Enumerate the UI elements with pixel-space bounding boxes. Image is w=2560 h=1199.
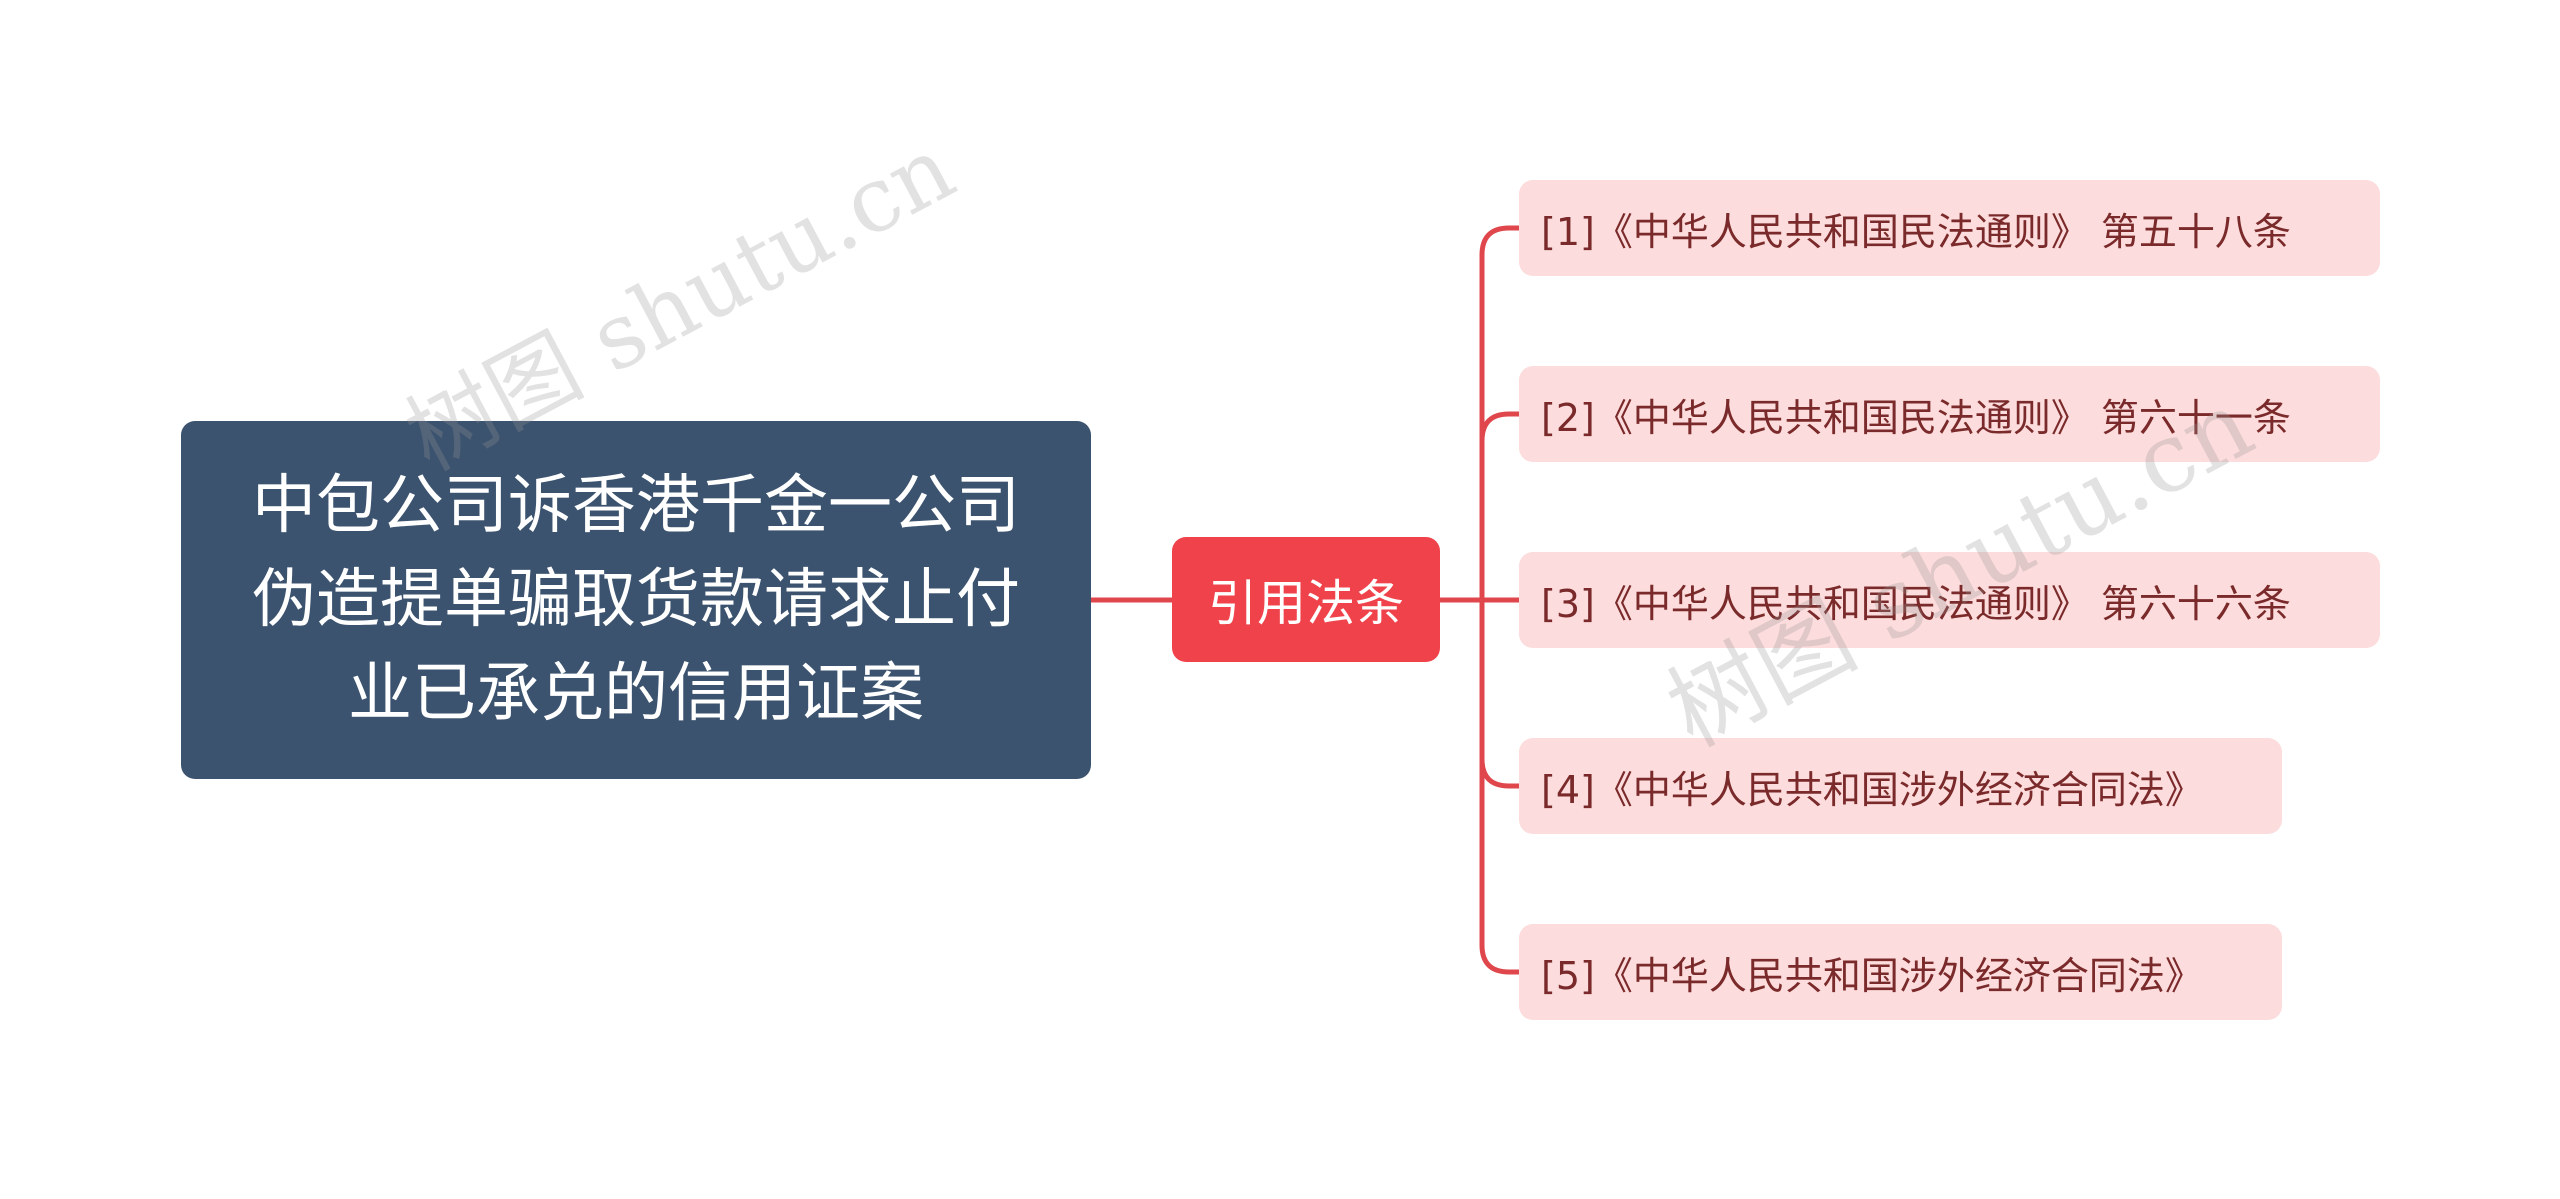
leaf-topic-2[interactable]: [2]《中华人民共和国民法通则》 第六十一条 (1519, 366, 2380, 462)
leaf-topic-text: [2]《中华人民共和国民法通则》 第六十一条 (1541, 395, 2291, 440)
root-topic[interactable]: 中包公司诉香港千金一公司伪造提单骗取货款请求止付业已承兑的信用证案 (181, 421, 1091, 779)
leaf-topic-text: [3]《中华人民共和国民法通则》 第六十六条 (1541, 581, 2291, 626)
branch-topic-label: 引用法条 (1207, 575, 1404, 632)
leaf-topic-4[interactable]: [4]《中华人民共和国涉外经济合同法》 (1519, 738, 2282, 834)
leaf-2-connector (1479, 411, 1522, 603)
leaf-topic-5[interactable]: [5]《中华人民共和国涉外经济合同法》 (1519, 924, 2282, 1020)
leaf-topic-text: [5]《中华人民共和国涉外经济合同法》 (1541, 953, 2203, 998)
leaf-topic-3[interactable]: [3]《中华人民共和国民法通则》 第六十六条 (1519, 552, 2380, 648)
leaf-5-connector (1479, 597, 1522, 975)
root-topic-text: 中包公司诉香港千金一公司伪造提单骗取货款请求止付业已承兑的信用证案 (252, 469, 1020, 731)
leaf-topic-1[interactable]: [1]《中华人民共和国民法通则》 第五十八条 (1519, 180, 2380, 276)
branch-topic[interactable]: 引用法条 (1172, 537, 1440, 662)
leaf-topic-text: [1]《中华人民共和国民法通则》 第五十八条 (1541, 209, 2291, 254)
leaf-topic-text: [4]《中华人民共和国涉外经济合同法》 (1541, 767, 2203, 812)
leaf-4-connector (1479, 597, 1522, 789)
leaf-1-connector (1479, 225, 1522, 603)
